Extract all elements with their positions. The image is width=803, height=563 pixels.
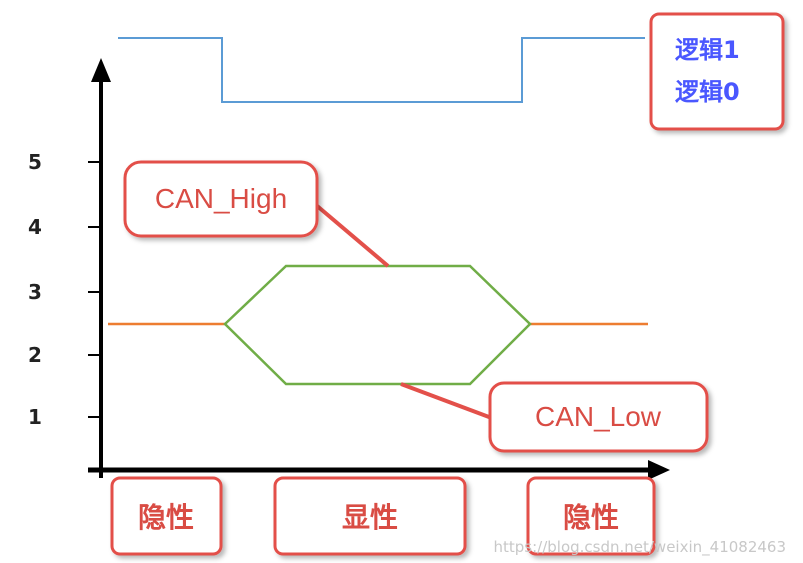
y-axis-arrow	[91, 58, 111, 82]
dominant-state-box	[273, 476, 467, 556]
logic-legend-box	[649, 12, 785, 131]
logic-0-label: 逻辑0	[675, 78, 740, 106]
x-axis-arrow	[648, 460, 670, 480]
dominant-state-label: 显性	[342, 501, 398, 534]
can-high-label: CAN_High	[155, 183, 287, 214]
recessive-state-box-right	[526, 476, 656, 556]
recessive-state-label-left: 隐性	[138, 501, 194, 534]
can-high-pointer	[314, 203, 390, 268]
y-tick-label-5: 5	[28, 150, 42, 174]
y-tick-label-3: 3	[28, 280, 42, 304]
logic-1-label: 逻辑1	[675, 36, 740, 64]
watermark: https://blog.csdn.net/weixin_41082463	[493, 538, 786, 557]
logic-level-waveform	[118, 37, 645, 103]
recessive-state-box-left	[110, 476, 223, 556]
recessive-state-label-right: 隐性	[563, 501, 619, 534]
y-tick-label-4: 4	[28, 215, 42, 239]
dominant-signal-shape	[223, 264, 532, 386]
can-low-callout	[488, 381, 709, 453]
can-high-callout	[123, 160, 319, 238]
y-tick-label-1: 1	[28, 405, 42, 429]
can-low-pointer	[400, 382, 498, 422]
y-tick-label-2: 2	[28, 343, 42, 367]
can-low-label: CAN_Low	[535, 401, 662, 432]
